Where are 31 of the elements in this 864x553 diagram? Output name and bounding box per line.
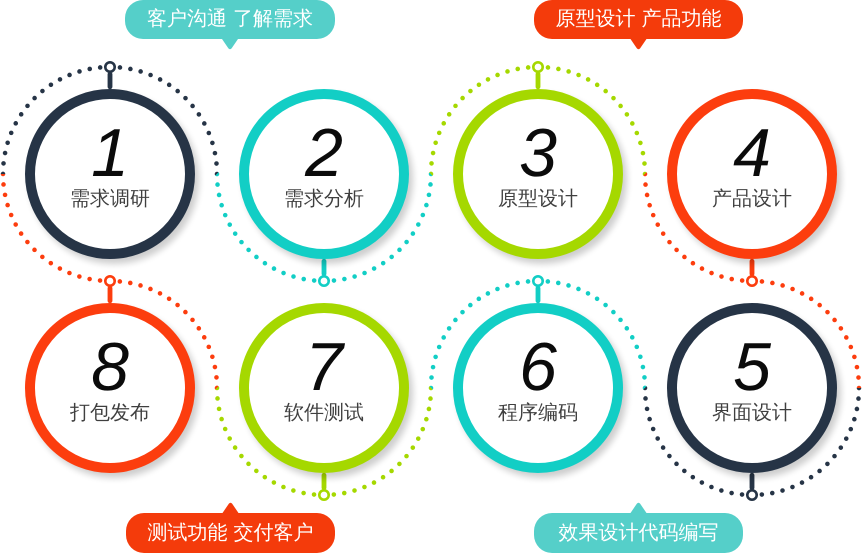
step-label: 界面设计 bbox=[711, 401, 793, 425]
dotted-connector bbox=[108, 64, 326, 284]
speech-bubble bbox=[125, 0, 335, 50]
speech-bubble bbox=[534, 0, 743, 50]
callout-text: 效果设计代码编写 bbox=[558, 521, 720, 546]
dotted-connector bbox=[108, 278, 326, 498]
dotted-connector bbox=[750, 256, 862, 498]
step-label: 软件测试 bbox=[283, 401, 365, 425]
step-number: 5 bbox=[733, 333, 771, 401]
callout-text: 测试功能 交付客户 bbox=[146, 521, 314, 546]
step-number: 8 bbox=[91, 333, 129, 401]
step-label: 需求调研 bbox=[69, 187, 151, 211]
speech-bubble bbox=[126, 502, 335, 553]
callout-text: 原型设计 产品功能 bbox=[554, 7, 722, 32]
step-number: 6 bbox=[519, 333, 558, 401]
step-label: 程序编码 bbox=[497, 401, 579, 425]
step-label: 需求分析 bbox=[283, 187, 365, 211]
step-label: 原型设计 bbox=[497, 187, 579, 211]
dotted-connector bbox=[322, 278, 540, 498]
step-number: 2 bbox=[304, 119, 343, 187]
step-number: 1 bbox=[91, 119, 130, 187]
dotted-connector bbox=[0, 64, 112, 306]
step-number: 7 bbox=[305, 333, 345, 401]
step-label: 产品设计 bbox=[711, 187, 793, 211]
callout-text: 客户沟通 了解需求 bbox=[146, 7, 314, 32]
dotted-connector bbox=[536, 278, 754, 498]
dotted-connector bbox=[536, 64, 754, 284]
step-number: 3 bbox=[519, 119, 557, 187]
speech-bubble bbox=[534, 502, 743, 553]
step-number: 4 bbox=[732, 119, 771, 187]
step-label: 打包发布 bbox=[69, 401, 151, 425]
